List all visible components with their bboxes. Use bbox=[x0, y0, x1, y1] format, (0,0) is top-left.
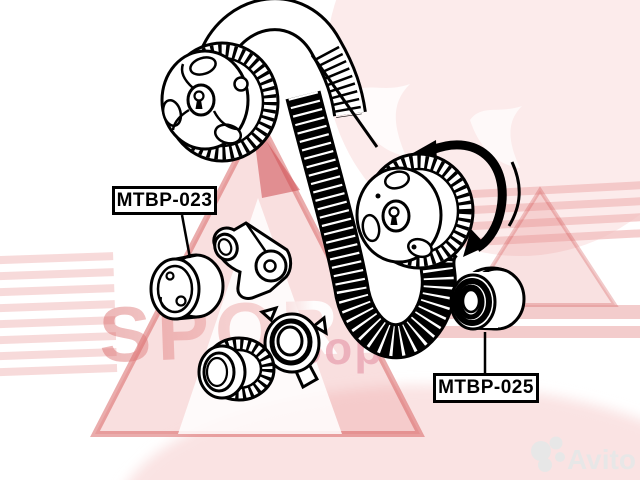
watermark-stripes-left bbox=[0, 252, 118, 377]
camshaft-gear-left bbox=[160, 41, 280, 163]
keyhole-icon bbox=[390, 216, 398, 225]
rotation-arrow-icon bbox=[413, 140, 521, 257]
avito-logo-icon bbox=[531, 436, 565, 472]
leader-lines bbox=[180, 214, 487, 373]
leader-line-mtbp-023 bbox=[180, 214, 192, 259]
tensioner-pulley bbox=[149, 253, 225, 321]
keyhole-icon bbox=[195, 100, 203, 109]
part-label-mtbp-025: MTBP-025 bbox=[433, 373, 539, 403]
crankshaft-gear bbox=[197, 336, 276, 402]
camshaft-gear-right bbox=[355, 152, 475, 270]
avito-watermark-text: Avito bbox=[567, 444, 636, 475]
timing-belt bbox=[199, 0, 459, 360]
idler-pulley bbox=[449, 266, 526, 331]
water-pump-seal bbox=[251, 305, 328, 390]
tensioner-bracket bbox=[212, 221, 293, 300]
avito-watermark: Avito bbox=[531, 436, 636, 475]
part-label-mtbp-023: MTBP-023 bbox=[112, 186, 217, 215]
